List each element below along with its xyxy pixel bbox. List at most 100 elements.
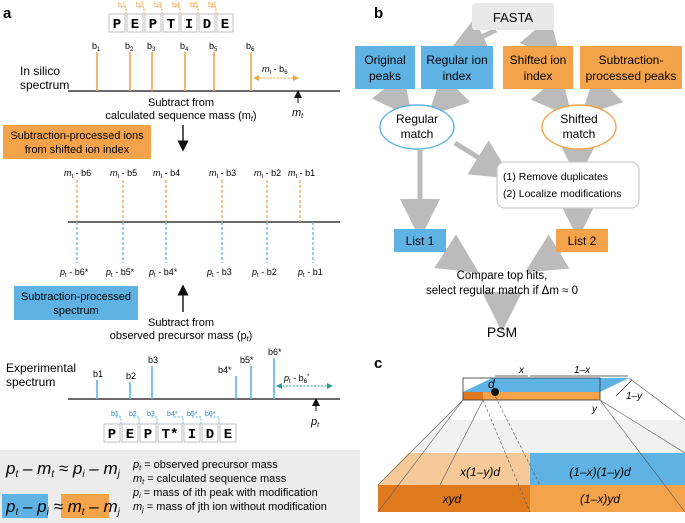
insilico-title: In silico [20, 64, 60, 78]
fasta-box [472, 3, 554, 30]
b-label: b3 [154, 2, 162, 9]
b-label: b5 [190, 2, 198, 9]
b-label: b2 [129, 411, 137, 418]
shifted-match-text: Shifted [560, 112, 597, 126]
exp-title: Experimental [6, 361, 76, 375]
mid-top-label: mt - b4 [153, 168, 180, 180]
mid-top-label: mt - b5 [110, 168, 137, 180]
list1-label: List 1 [406, 234, 435, 248]
cell-1mx1my-d: (1–x)(1–y)d [569, 465, 631, 479]
letter: D [203, 17, 211, 33]
mid-bottom-label: pt - b2 [251, 267, 277, 279]
fasta-label: FASTA [493, 10, 534, 25]
panel-c-label: c [374, 355, 382, 372]
x-label: x [518, 365, 525, 376]
letter: I [185, 17, 193, 33]
peak-label: b5 [209, 41, 218, 53]
dimension-ticks [495, 375, 633, 397]
mid-bottom-label: pt - b5* [105, 267, 135, 279]
peptide-top: P E P T I D E b1 b2 b3 b4 b5 b6 [108, 2, 234, 33]
regular-index-text: Regular ion [426, 53, 487, 67]
orange-box-shifted-index [3, 125, 151, 159]
formula-2: pt – pi ≈ mt – mj [5, 497, 121, 518]
shifted-index-text: index [524, 69, 553, 83]
peak-label: b4 [180, 41, 189, 53]
blue-box-subtraction-spectrum [14, 286, 138, 320]
flow-arrows [371, 16, 624, 332]
one-minus-y-label: 1–y [626, 391, 643, 402]
top-plate-corner [463, 392, 483, 400]
letter: P [108, 427, 116, 443]
cell-x1my-d: x(1–y)d [459, 465, 500, 479]
b-label: b1 [111, 411, 119, 418]
letter: E [224, 427, 232, 443]
letter: E [131, 17, 139, 33]
shifted-index-box [503, 46, 573, 89]
cell-xyd: xyd [442, 492, 462, 506]
peak-label: b3 [147, 41, 156, 53]
def-line: pi = mass of ith peak with modification [132, 487, 318, 500]
subtraction-peaks-text: Subtraction- [599, 53, 664, 67]
step-localize-modifications: (2) Localize modifications [503, 188, 621, 200]
list2-label: List 2 [568, 234, 597, 248]
peptide-bottom: P E P T* I D E b1 b2 b3 b4* b5* b6* [103, 411, 237, 443]
exp-peak-label: b1 [93, 369, 103, 379]
insilico-title: spectrum [20, 78, 69, 92]
mid-top-label: mt - b6 [64, 168, 91, 180]
panel-b-label: b [374, 5, 383, 22]
letter: D [206, 427, 214, 443]
letter: P [113, 17, 121, 33]
regular-index-text: index [443, 69, 472, 83]
mid-orange-dashed [76, 180, 301, 222]
formula-panel [0, 450, 360, 523]
subtract-obs: observed precursor mass (pt) [110, 330, 253, 343]
exp-peak-label: b2 [126, 371, 136, 381]
peak-label: b6 [246, 41, 255, 53]
point-d [491, 388, 499, 396]
d-label: d [488, 377, 495, 391]
postprocess-box [496, 161, 640, 209]
shifted-match-node [541, 104, 617, 150]
letter: P [144, 427, 152, 443]
mid-bottom-label: pt - b3 [206, 267, 232, 279]
shifted-index-text: Shifted ion [510, 53, 567, 67]
mid-blue-dashed [76, 222, 314, 263]
mid-bottom-label: pt - b1 [297, 267, 323, 279]
pt-label: pt [310, 416, 320, 429]
original-peaks-text: Original [364, 53, 405, 67]
compare-text: select regular match if Δm ≈ 0 [426, 285, 578, 297]
regular-match-text: Regular [396, 112, 438, 126]
b-label: b5* [187, 411, 198, 418]
formula-orange-term [61, 494, 109, 518]
regular-index-box [421, 46, 493, 89]
y-label: y [591, 404, 598, 415]
mid-bottom-label: pt - b6* [59, 267, 89, 279]
shifted-match-text: match [563, 127, 596, 141]
subtract-calc: calculated sequence mass (mt) [105, 110, 256, 123]
mt-minus-b6-label: mt - b6 [262, 64, 288, 76]
regular-match-text: match [401, 127, 434, 141]
mid-bottom-label: pt - b4* [148, 267, 178, 279]
b-label: b6 [208, 2, 216, 9]
exp-peak-label: b5* [240, 355, 254, 365]
projection-lines [377, 377, 685, 513]
orange-box-text: from shifted ion index [25, 144, 130, 156]
panel-a-label: a [3, 5, 12, 22]
step-remove-duplicates: (1) Remove duplicates [503, 171, 608, 183]
cell-1mxyd: (1–x)yd [580, 492, 620, 506]
regular-match-node [379, 104, 455, 150]
pt-minus-b6-label: pt - b6* [283, 373, 310, 385]
mid-top-label: mt - b1 [288, 168, 315, 180]
list2-box [556, 229, 608, 252]
one-minus-x-label: 1–x [574, 365, 591, 376]
b-label: b4* [167, 411, 178, 418]
mid-top-label: mt - b3 [209, 168, 236, 180]
subtract-obs: Subtract from [148, 317, 214, 329]
b-label: b3 [147, 411, 155, 418]
top-plate-edge [463, 392, 600, 400]
subtraction-peaks-text: processed peaks [586, 69, 677, 83]
top-plate-outline [462, 377, 601, 401]
exp-title: spectrum [6, 375, 55, 389]
b-label: b2 [136, 2, 144, 9]
